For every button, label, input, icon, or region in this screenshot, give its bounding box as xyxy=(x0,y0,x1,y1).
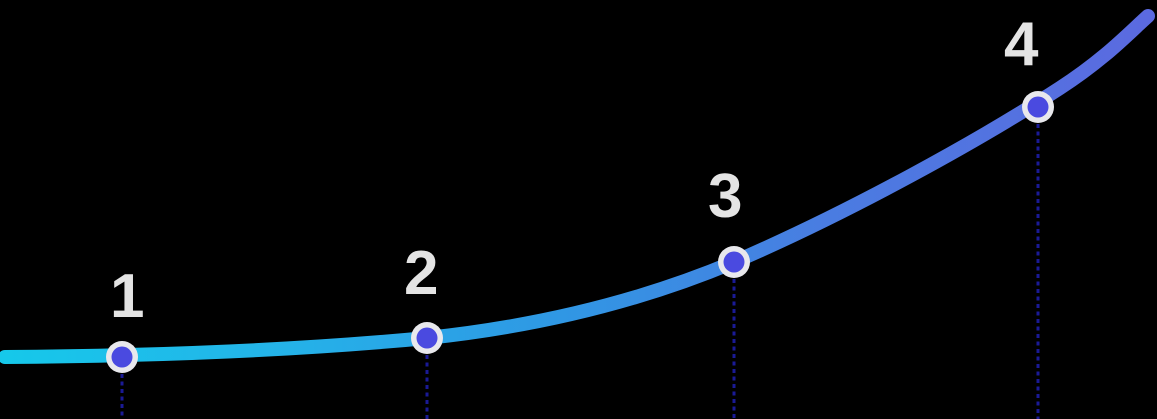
milestone-label-4: 4 xyxy=(1004,10,1038,79)
milestone-label-2: 2 xyxy=(404,239,438,308)
data-point-marker-3[interactable] xyxy=(718,246,750,278)
data-point-marker-2[interactable] xyxy=(411,322,443,354)
dropline-group xyxy=(120,124,1040,419)
growth-curve-line xyxy=(0,9,1155,364)
milestone-label-1: 1 xyxy=(110,262,144,331)
data-point-marker-4[interactable] xyxy=(1022,91,1054,123)
data-point-marker-1[interactable] xyxy=(106,341,138,373)
milestone-label-3: 3 xyxy=(708,162,742,231)
marker-group xyxy=(106,91,1054,373)
